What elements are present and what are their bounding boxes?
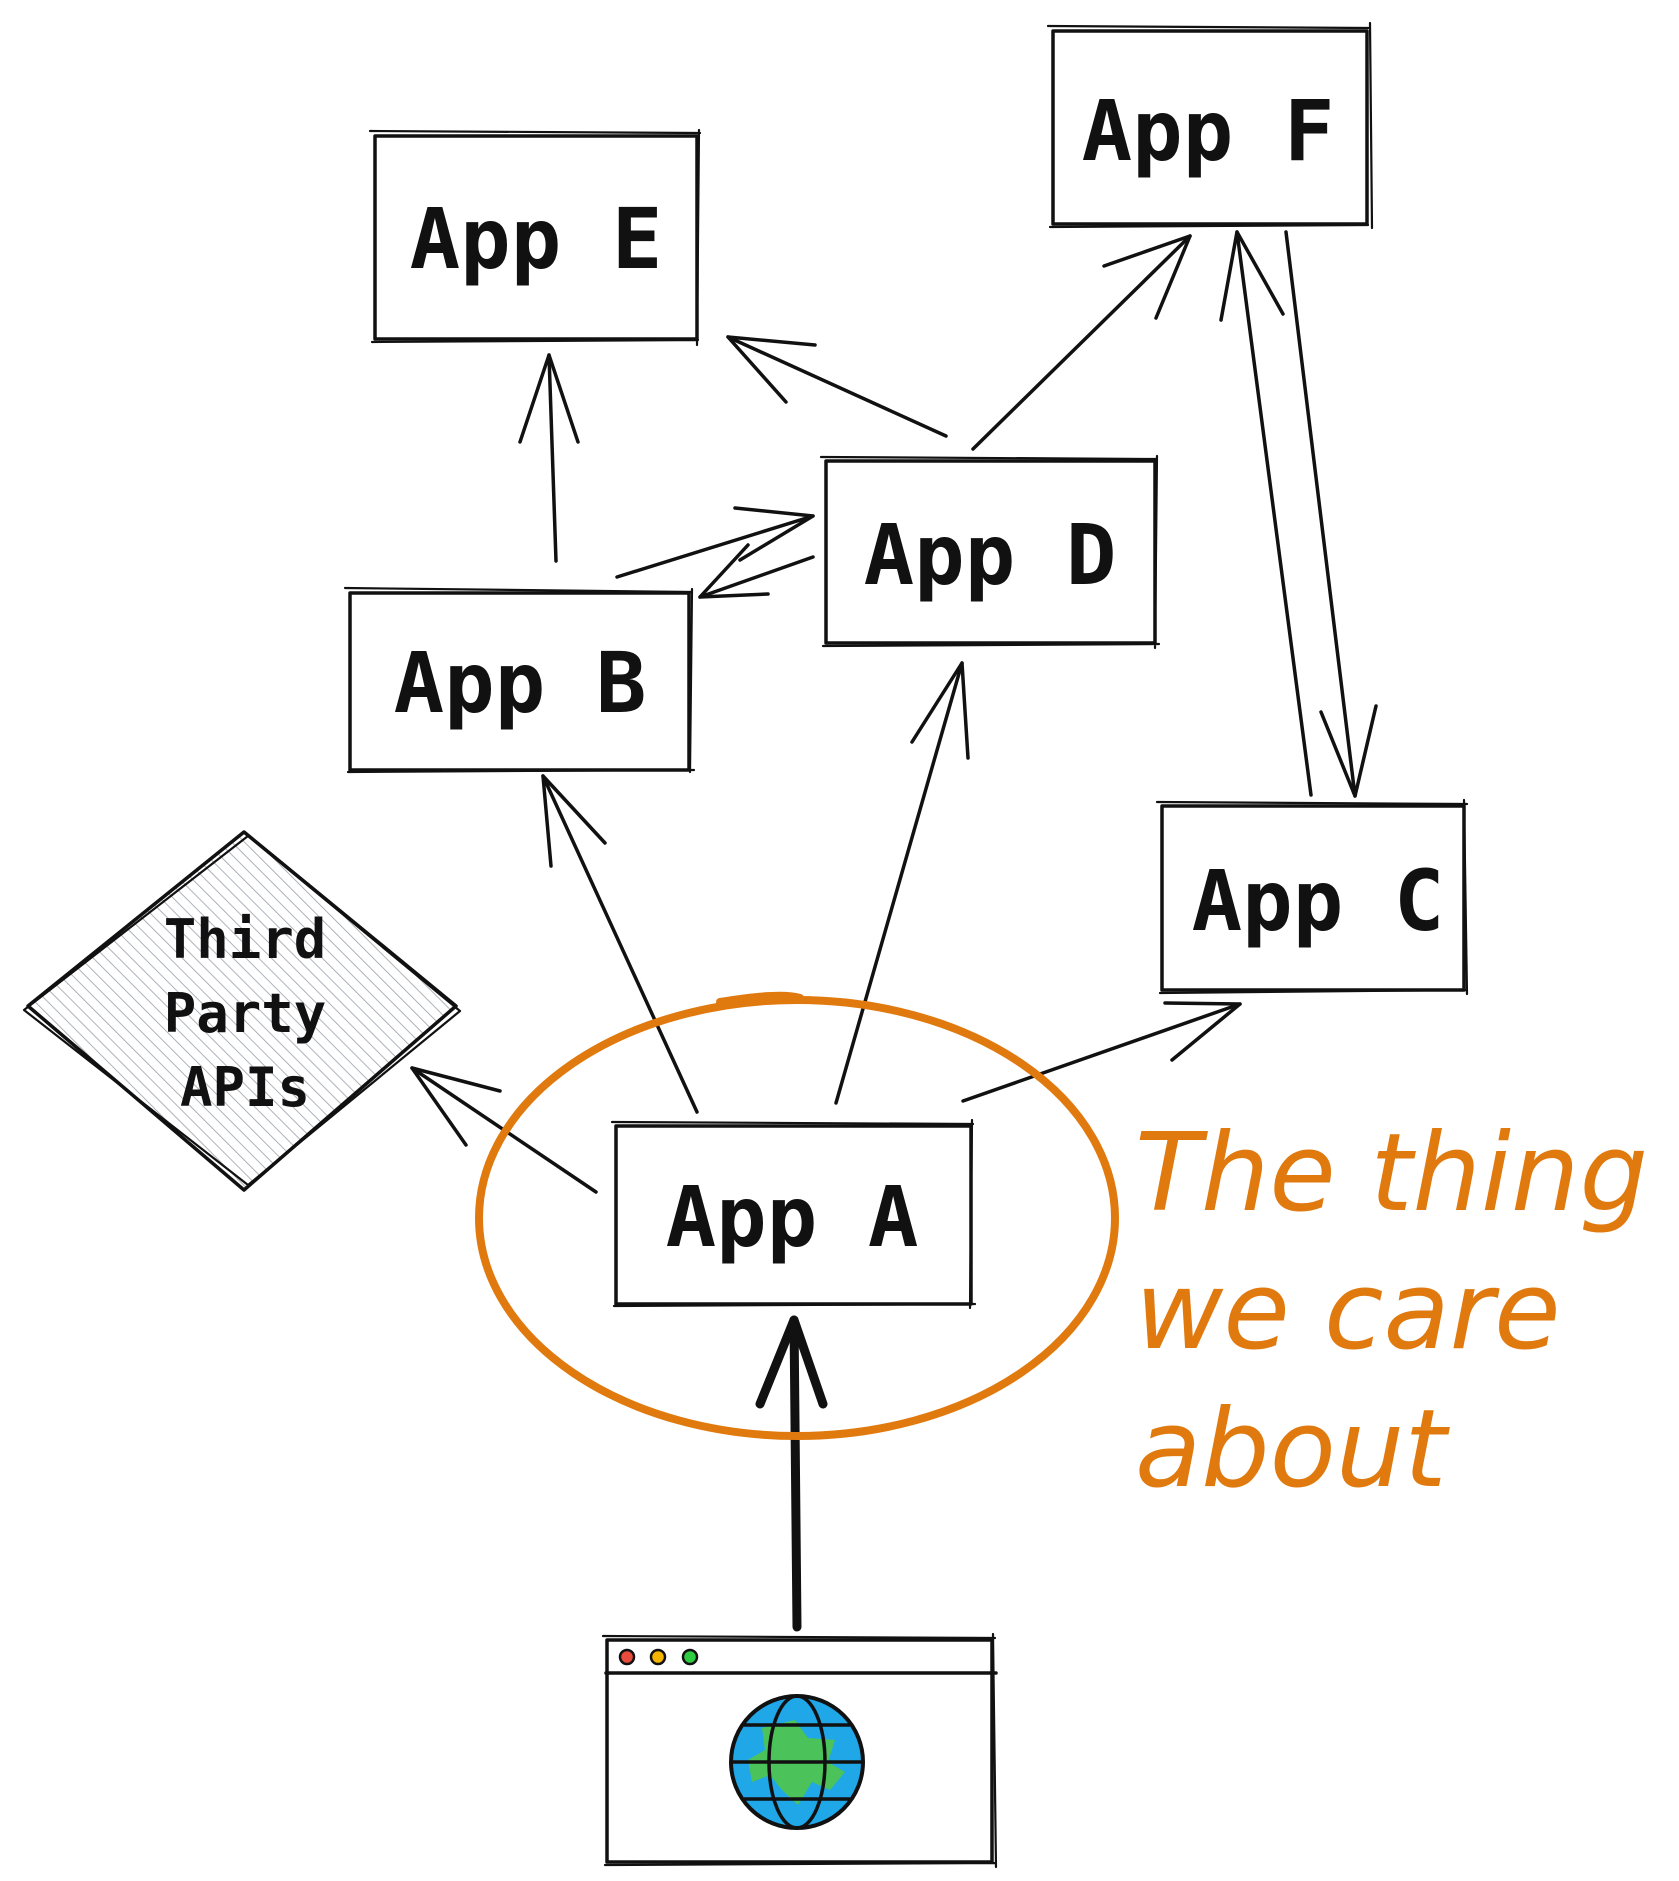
app-b-label: App B [394,634,647,732]
app-e-label: App E [410,190,663,288]
node-app-c: App C [1155,798,1469,996]
arrow-a-to-d [834,661,970,1105]
annotation-line-2: we care [1135,1249,1561,1374]
arrow-d-to-f [971,234,1192,451]
app-d-label: App D [864,506,1117,604]
edges [410,230,1378,1632]
globe-icon [729,1694,865,1830]
annotation: The thing we care about [1135,1111,1648,1512]
arrow-b-to-e [518,353,580,563]
browser-maximize-dot [681,1648,699,1666]
arrow-d-to-b [698,543,815,599]
node-app-e: App E [368,128,702,347]
third-party-line-1: Third [164,908,327,971]
browser-window-icon [601,1632,998,1869]
browser-close-dot [618,1648,636,1666]
node-app-a: App A [610,1118,977,1310]
app-a-label: App A [666,1168,919,1266]
annotation-line-1: The thing [1135,1111,1648,1236]
third-party-line-3: APIs [180,1056,310,1119]
arrow-browser-to-a [755,1315,828,1632]
node-app-f: App F [1046,21,1374,230]
arrow-a-to-b [541,774,699,1114]
arrow-d-to-e [726,335,948,438]
arrow-c-to-f [1219,230,1313,797]
highlight-ellipse [475,991,1119,1440]
arrow-a-to-c [961,1001,1242,1103]
third-party-line-2: Party [164,982,327,1045]
node-app-d: App D [819,454,1161,650]
browser-minimize-dot [649,1648,667,1666]
arrow-f-to-c [1284,230,1378,798]
node-app-b: App B [343,586,696,774]
node-third-party-apis: Third Party APIs [22,830,462,1192]
annotation-line-3: about [1135,1387,1450,1512]
app-c-label: App C [1192,852,1445,950]
app-f-label: App F [1082,82,1335,180]
arrow-b-to-d [615,506,815,579]
